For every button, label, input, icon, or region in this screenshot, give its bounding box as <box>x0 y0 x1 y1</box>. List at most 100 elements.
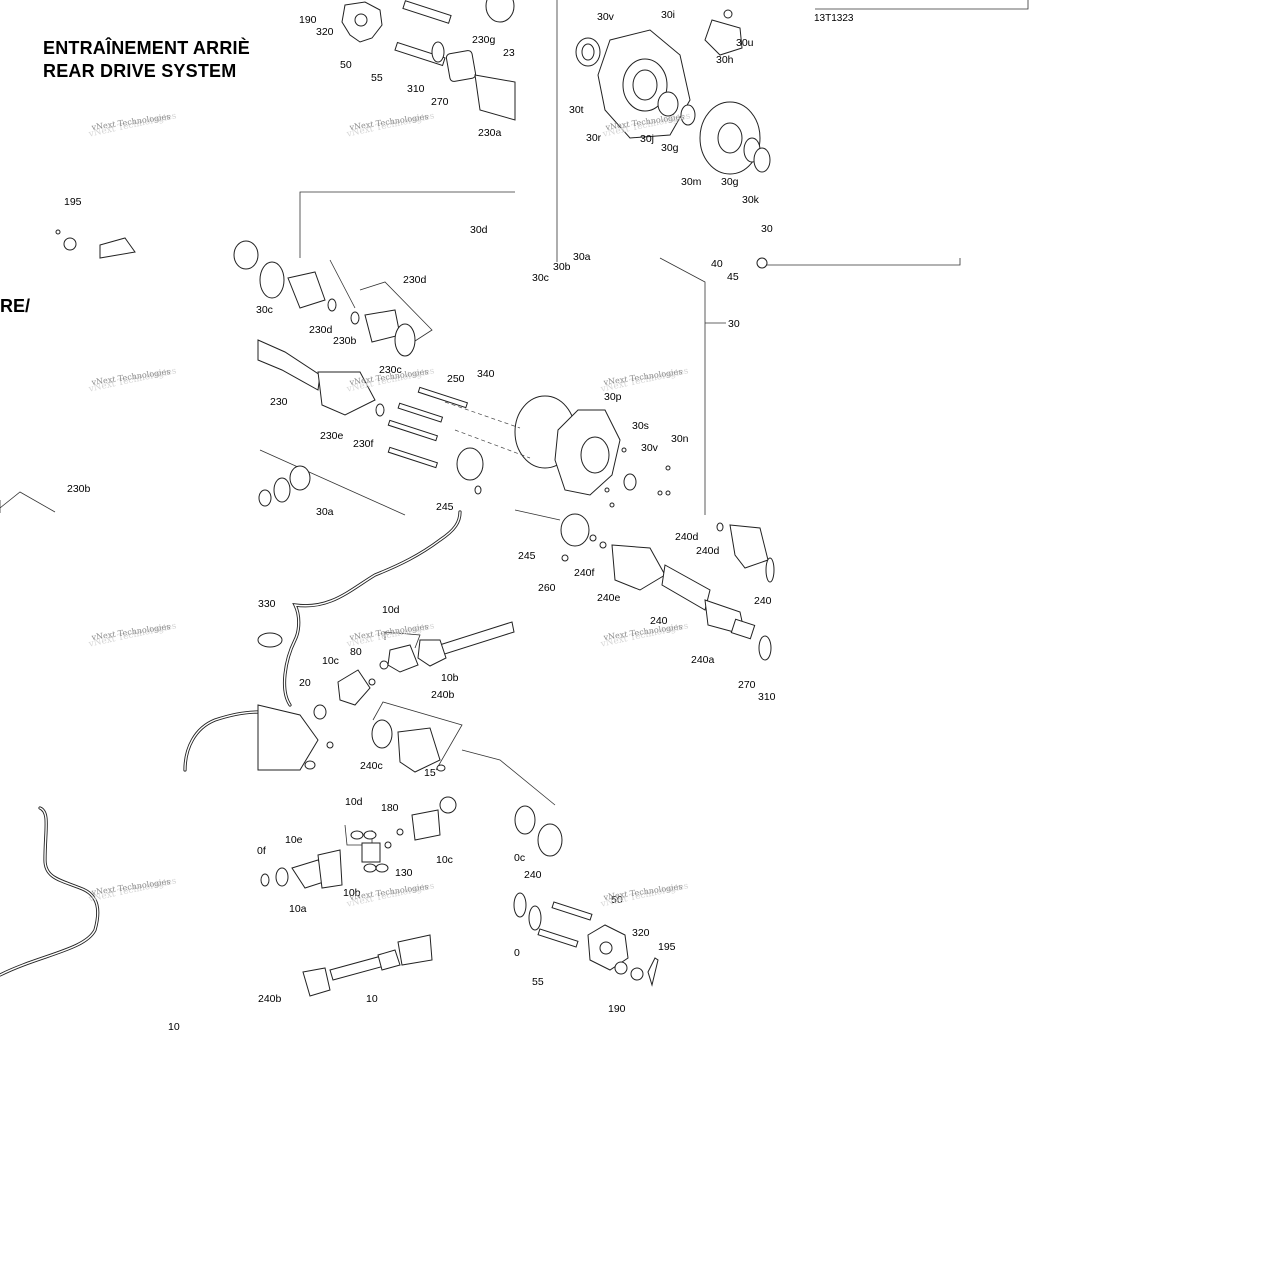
callout-label: 330 <box>258 598 276 610</box>
callout-label: 245 <box>518 550 536 562</box>
parts-propeller-shaft <box>257 621 515 814</box>
callout-label: 30a <box>573 251 591 263</box>
bracket-ring <box>514 509 561 521</box>
parts-center-cover <box>444 395 671 508</box>
callout-label: 30v <box>641 442 659 454</box>
callout-label: 45 <box>727 271 739 283</box>
callout-label: 30 <box>728 318 740 330</box>
callout-label: 230b <box>67 483 91 495</box>
callout-label: 240d <box>696 545 720 557</box>
callout-label: 30u <box>736 37 754 49</box>
callout-label: 23 <box>503 47 515 59</box>
bracket-line-top <box>299 191 515 258</box>
partial-title-fragment: RE/ <box>0 296 31 316</box>
parts-lower-right-hub <box>513 892 659 987</box>
parts-top-left-cluster <box>341 0 516 121</box>
callout-label: 180 <box>381 802 399 814</box>
callout-label: 55 <box>532 976 544 988</box>
vent-tubes <box>0 510 462 977</box>
callout-label: 230 <box>270 396 288 408</box>
callout-label: 10c <box>322 655 339 667</box>
callout-label: 195 <box>64 196 82 208</box>
parts-lower-joint <box>260 805 563 889</box>
bracket-240b <box>372 701 463 771</box>
ref-box-line <box>815 0 1029 10</box>
divider-mid <box>259 449 406 516</box>
bracket-line-right <box>760 258 961 266</box>
callout-label: 30a <box>316 506 334 518</box>
bracket-240 <box>461 749 556 806</box>
callout-label: 10e <box>285 834 303 846</box>
callout-label: 30g <box>661 142 679 154</box>
callout-label: 30r <box>586 132 602 144</box>
callout-label: 10a <box>289 903 307 915</box>
callout-label: 50 <box>340 59 352 71</box>
bracket-10d-top <box>384 631 421 649</box>
callout-label: 190 <box>299 14 317 26</box>
callout-label: 30v <box>597 11 615 23</box>
callout-label: 130 <box>395 867 413 879</box>
callout-label: 30n <box>671 433 689 445</box>
callout-label: 0c <box>514 852 525 864</box>
callout-label: 55 <box>371 72 383 84</box>
callout-label: 310 <box>407 83 425 95</box>
bracket-230b <box>0 491 56 513</box>
callout-label: 230c <box>379 364 402 376</box>
callout-label: 230d <box>309 324 333 336</box>
callout-label: 320 <box>316 26 334 38</box>
callout-label: 10 <box>366 993 378 1005</box>
parts-drive-shaft <box>302 934 433 997</box>
callout-label: 240b <box>258 993 282 1005</box>
callout-label: 30i <box>661 9 675 21</box>
callout-label: 270 <box>738 679 756 691</box>
callout-label: 40 <box>711 258 723 270</box>
callout-label: 30s <box>632 420 649 432</box>
callout-label: 230d <box>403 274 427 286</box>
callout-label: 10d <box>345 796 363 808</box>
callout-label: 30m <box>681 176 702 188</box>
callout-label: 240 <box>650 615 668 627</box>
callout-label: 195 <box>658 941 676 953</box>
callout-label: 20 <box>299 677 311 689</box>
callout-label: 10 <box>168 1021 180 1033</box>
callout-label: 30g <box>721 176 739 188</box>
callout-label: 340 <box>477 368 495 380</box>
callout-label: 320 <box>632 927 650 939</box>
callout-label: 310 <box>758 691 776 703</box>
callout-label: 30t <box>569 104 584 116</box>
callout-label: 190 <box>608 1003 626 1015</box>
callout-label: 15 <box>424 767 436 779</box>
callout-label: 245 <box>436 501 454 513</box>
reference-code: 13T1323 <box>814 13 854 24</box>
callout-label: 30p <box>604 391 622 403</box>
callout-label: 230g <box>472 34 496 46</box>
callout-label: 30 <box>761 223 773 235</box>
parts-differential-housing <box>575 9 771 269</box>
callout-label: 230a <box>478 127 502 139</box>
callout-label: 230f <box>353 438 374 450</box>
callout-label: 250 <box>447 373 465 385</box>
callout-label: 10c <box>436 854 453 866</box>
parts-right-axle <box>560 513 775 661</box>
callout-label: 30d <box>470 224 488 236</box>
callout-label: 240b <box>431 689 455 701</box>
callout-label: 30k <box>742 194 760 206</box>
callout-label: 240 <box>524 869 542 881</box>
callout-label: 240a <box>691 654 715 666</box>
parts-left-axle <box>55 229 484 507</box>
callout-label: 270 <box>431 96 449 108</box>
callout-label: 10b <box>441 672 459 684</box>
callout-label: 50 <box>611 894 623 906</box>
callout-label: 30j <box>640 133 654 145</box>
frame-lines <box>0 0 1029 846</box>
callout-label: 240 <box>754 595 772 607</box>
diagram-title-english: REAR DRIVE SYSTEM <box>43 61 237 81</box>
callout-label: 230b <box>333 335 357 347</box>
callout-label: 0f <box>257 845 266 857</box>
callout-label: 10d <box>382 604 400 616</box>
callout-label: 30c <box>256 304 273 316</box>
callout-label: 240f <box>574 567 595 579</box>
diagram-title-french: ENTRAÎNEMENT ARRIÈ <box>43 38 250 58</box>
